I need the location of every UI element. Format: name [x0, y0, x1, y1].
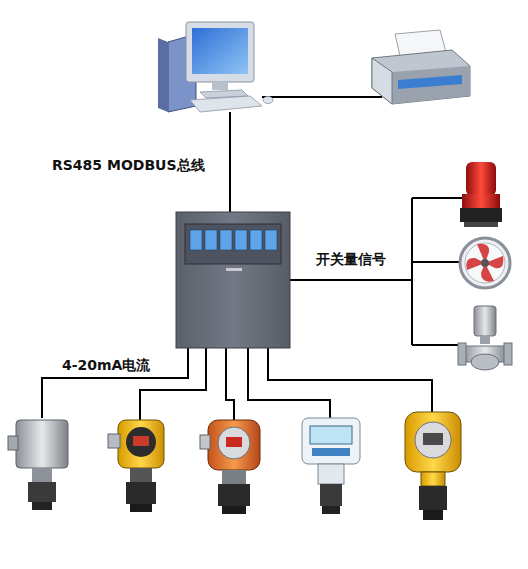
solenoid-valve: [471, 354, 499, 370]
gas-detector: [130, 504, 152, 512]
gas-detector: [208, 420, 260, 470]
gas-detector: [415, 422, 451, 458]
gas-detector: [423, 510, 443, 520]
computer-icon: [190, 96, 262, 112]
gas-detector: [32, 502, 52, 510]
solenoid-valve: [474, 306, 496, 336]
gas-detector: [108, 434, 120, 448]
computer-icon: [186, 22, 254, 82]
printer-icon: [372, 30, 470, 104]
controller-cabinet: [190, 230, 202, 250]
wiring: [229, 112, 231, 212]
alarm-light: [460, 208, 502, 222]
printer-icon: [392, 66, 470, 104]
gas-detector: [302, 418, 360, 464]
controller-cabinet: [205, 230, 217, 250]
current-label: 4-20mA电流: [62, 356, 150, 374]
printer-icon: [372, 58, 392, 104]
alarm-light: [462, 194, 500, 210]
wiring: [268, 348, 432, 412]
printer-icon: [398, 75, 462, 89]
exhaust-fan: [460, 238, 510, 288]
gas-detector: [200, 435, 210, 449]
controller-cabinet: [176, 212, 290, 348]
solenoid-valve: [458, 343, 466, 365]
gas-detector: [32, 468, 52, 482]
gas-detector: [8, 436, 18, 450]
wiring: [42, 97, 462, 420]
alarm-light: [460, 162, 502, 227]
gas-detector: [126, 482, 156, 504]
gas-detector: [421, 472, 445, 486]
gas-detector: [423, 433, 443, 445]
gas-detector: [130, 468, 152, 482]
wiring: [290, 279, 412, 281]
solenoid-valve: [480, 336, 490, 344]
computer-icon: [158, 22, 273, 112]
solenoid-valve: [504, 343, 512, 365]
wiring: [248, 348, 330, 420]
gas-detector: [28, 482, 56, 502]
gas-detector: [218, 484, 250, 506]
signal-label: 开关量信号: [316, 250, 386, 268]
gas-detector: [118, 420, 164, 468]
exhaust-fan: [465, 243, 505, 283]
gas-detector: [222, 506, 246, 514]
gas-detector: [419, 486, 447, 510]
alarm-light: [464, 222, 498, 227]
controller-cabinet: [220, 230, 232, 250]
gas-detector: [312, 448, 350, 456]
gas-detector: [318, 464, 344, 484]
wiring: [412, 344, 460, 346]
computer-icon: [212, 82, 228, 90]
gas-detector: [218, 427, 250, 459]
controller-cabinet: [176, 212, 290, 348]
wiring: [262, 96, 382, 98]
gas-detector: [126, 427, 156, 457]
controller-cabinet: [235, 230, 247, 250]
bus-label: RS485 MODBUS总线: [52, 156, 205, 174]
gas-detector: [322, 506, 340, 514]
gas-detector: [133, 436, 149, 446]
alarm-light: [466, 162, 496, 196]
computer-icon: [192, 28, 248, 74]
gas-detector: [8, 420, 68, 510]
exhaust-fan: [481, 259, 489, 267]
wiring: [412, 261, 460, 263]
computer-icon: [263, 97, 273, 104]
gas-detector: [222, 470, 246, 484]
wiring: [412, 197, 462, 199]
gas-detector: [405, 412, 461, 520]
gas-detector: [226, 437, 242, 447]
solenoid-valve: [458, 306, 512, 370]
exhaust-fan: [460, 238, 510, 288]
controller-cabinet: [226, 268, 242, 271]
gas-detector: [16, 420, 68, 468]
printer-icon: [372, 50, 470, 104]
wiring: [42, 348, 188, 418]
gas-detector: [320, 484, 342, 506]
gas-detector: [310, 426, 352, 444]
gas-detector: [108, 420, 164, 512]
wiring: [226, 348, 234, 420]
controller-cabinet: [250, 230, 262, 250]
controller-cabinet: [265, 230, 277, 250]
controller-cabinet: [185, 224, 281, 264]
gas-detector: [302, 418, 360, 514]
gas-detector: [200, 420, 260, 514]
computer-icon: [158, 38, 168, 112]
wiring: [411, 198, 413, 345]
gas-detector: [405, 412, 461, 472]
